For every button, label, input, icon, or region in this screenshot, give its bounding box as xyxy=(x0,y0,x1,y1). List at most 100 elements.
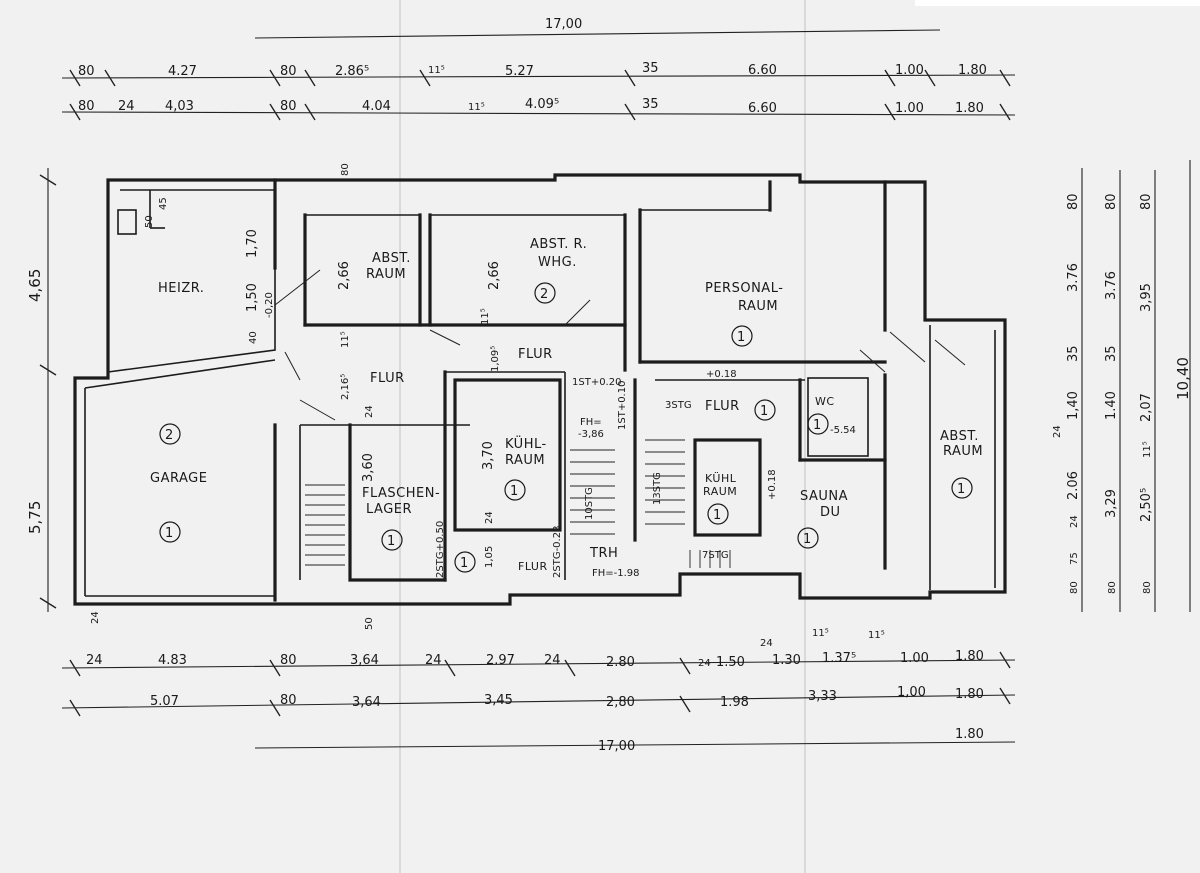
room-label-personalraum: PERSONAL- xyxy=(705,281,783,296)
elevation-note: 1ST+0.10 xyxy=(617,381,628,430)
circle-label: 1 xyxy=(737,330,745,345)
room-label-kuehlraum-b: KÜHL xyxy=(705,472,737,485)
stair-count: 2STG+0.50 xyxy=(435,521,446,578)
room-labels: HEIZR. GARAGE ABST. RAUM ABST. R. WHG. P… xyxy=(150,237,983,573)
dimension-label: 80 xyxy=(280,653,297,668)
door-swings xyxy=(274,269,966,421)
dimension-label: 2,80 xyxy=(606,695,635,710)
dimension-label: 24 xyxy=(544,653,561,668)
dimension-label: 6.60 xyxy=(748,101,777,116)
dimension-label: 35 xyxy=(642,97,659,112)
dimension-label: 80 xyxy=(1066,193,1081,210)
dimension-label: 4.27 xyxy=(168,64,197,79)
dimension-label: 11⁵ xyxy=(812,628,829,639)
dimension-label: 1.80 xyxy=(955,101,984,116)
dimension-label: 3,33 xyxy=(808,689,837,704)
room-label-garage: GARAGE xyxy=(150,471,207,486)
dimension-label: 24 xyxy=(118,99,135,114)
circle-label: 1 xyxy=(957,482,965,497)
dimension-label: 17,00 xyxy=(598,739,635,754)
room-category-markers: 2 1 2 1 1 1 1 1 1 1 1 1 xyxy=(159,282,973,573)
dimension-label: 1.30 xyxy=(772,653,801,668)
dimension-label: 11⁵ xyxy=(340,331,351,348)
dimension-label: 80 xyxy=(340,163,351,176)
dimension-label: 4.09⁵ xyxy=(525,97,559,112)
dimension-label: 80 xyxy=(1139,193,1154,210)
dimension-label: 1.00 xyxy=(895,101,924,116)
elevation-note: +0.18 xyxy=(767,469,778,500)
room-label-abst-r-whg-2: WHG. xyxy=(538,255,577,270)
dimension-label: 1.98 xyxy=(720,695,749,710)
circle-label: 1 xyxy=(760,404,768,419)
dimension-label: 1.40 xyxy=(1104,391,1119,420)
room-label-flur: FLUR xyxy=(705,399,740,414)
room-label-kuehlraum-2: RAUM xyxy=(505,453,545,468)
circle-label: 1 xyxy=(803,532,811,547)
dimension-label: 17,00 xyxy=(545,17,582,32)
room-label-abst-raum: ABST. xyxy=(372,251,411,266)
room-label-sauna: SAUNA xyxy=(800,489,848,504)
dimension-label: 5.27 xyxy=(505,64,534,79)
dimension-label: 24 xyxy=(698,658,711,669)
dimension-label: 80 xyxy=(280,693,297,708)
elevation-note: -5.54 xyxy=(830,425,856,436)
dimension-label: 35 xyxy=(642,61,659,76)
plan-annotations: FH=-1.98 FH= -3,86 1ST+0.20 +0.18 -5.54 … xyxy=(264,292,856,579)
dimension-label: 11⁵ xyxy=(480,308,491,325)
dimension-label: 4.04 xyxy=(362,99,391,114)
dimension-label: 4.83 xyxy=(158,653,187,668)
dimension-label: 45 xyxy=(158,197,169,210)
dimension-label: 24 xyxy=(760,638,773,649)
dimension-label: 50 xyxy=(144,215,155,228)
circle-label: 1 xyxy=(165,526,173,541)
dimension-label: 11⁵ xyxy=(428,65,445,76)
dimension-label: 80 xyxy=(1069,581,1080,594)
dimension-label: 2,66 xyxy=(337,261,352,290)
top-dimensions: 17,00 80 4.27 80 2.86⁵ 11⁵ 5.27 35 6.60 … xyxy=(78,17,987,116)
dimension-label: 3,95 xyxy=(1139,283,1154,312)
room-label-abst-raum-b-2: RAUM xyxy=(943,444,983,459)
dimension-label: 1.50 xyxy=(716,655,745,670)
circle-label: 1 xyxy=(813,418,821,433)
dimension-label: 35 xyxy=(1066,345,1081,362)
dimension-label: 1,50 xyxy=(245,283,260,312)
dimension-label: 1,70 xyxy=(245,229,260,258)
dimension-lines xyxy=(39,29,1191,749)
dimension-label: 80 xyxy=(1104,193,1119,210)
dimension-label: 1.37⁵ xyxy=(822,651,856,666)
dimension-label: 2.06 xyxy=(1066,471,1081,500)
circle-label: 1 xyxy=(510,484,518,499)
dimension-label: 80 xyxy=(78,99,95,114)
room-label-heizr: HEIZR. xyxy=(158,281,204,296)
dimension-label: 24 xyxy=(86,653,103,668)
stair-count: 3STG xyxy=(665,400,692,411)
bottom-dimensions: 24 4.83 80 3,64 24 2.97 24 2.80 24 1.50 … xyxy=(86,628,984,754)
interior-dimensions: 1,70 1,50 40 50 45 2,66 2,66 80 11⁵ 2,16… xyxy=(90,163,502,630)
dimension-label: 1,05 xyxy=(484,546,495,568)
dimension-label: 11⁵ xyxy=(468,102,485,113)
floor-height-note: -3,86 xyxy=(578,429,604,440)
dimension-label: 3,29 xyxy=(1104,489,1119,518)
dimension-label: 3,70 xyxy=(481,441,496,470)
paper-edge xyxy=(915,0,1200,6)
room-label-sauna-2: DU xyxy=(820,505,841,520)
room-label-flaschenlager: FLASCHEN- xyxy=(362,486,440,501)
dimension-label: 3.76 xyxy=(1066,263,1081,292)
dimension-label: 40 xyxy=(248,331,259,344)
dimension-label: 3,45 xyxy=(484,693,513,708)
room-label-personalraum-2: RAUM xyxy=(738,299,778,314)
dimension-label: 1.00 xyxy=(895,63,924,78)
room-label-flur: FLUR xyxy=(518,347,553,362)
stair-count: 13STG xyxy=(652,472,663,505)
circle-label: 1 xyxy=(713,508,721,523)
dimension-label: 1.80 xyxy=(955,727,984,742)
floor-height-note: FH=-1.98 xyxy=(592,568,640,579)
stair-count: 10STG xyxy=(584,487,595,520)
room-label-kuehlraum-b-2: RAUM xyxy=(703,485,737,498)
dimension-label: 24 xyxy=(1069,515,1080,528)
dimension-label: 3,64 xyxy=(350,653,379,668)
dimension-label: 24 xyxy=(364,405,375,418)
dimension-label: 5,75 xyxy=(26,501,44,534)
dimension-label: 11⁵ xyxy=(868,630,885,641)
